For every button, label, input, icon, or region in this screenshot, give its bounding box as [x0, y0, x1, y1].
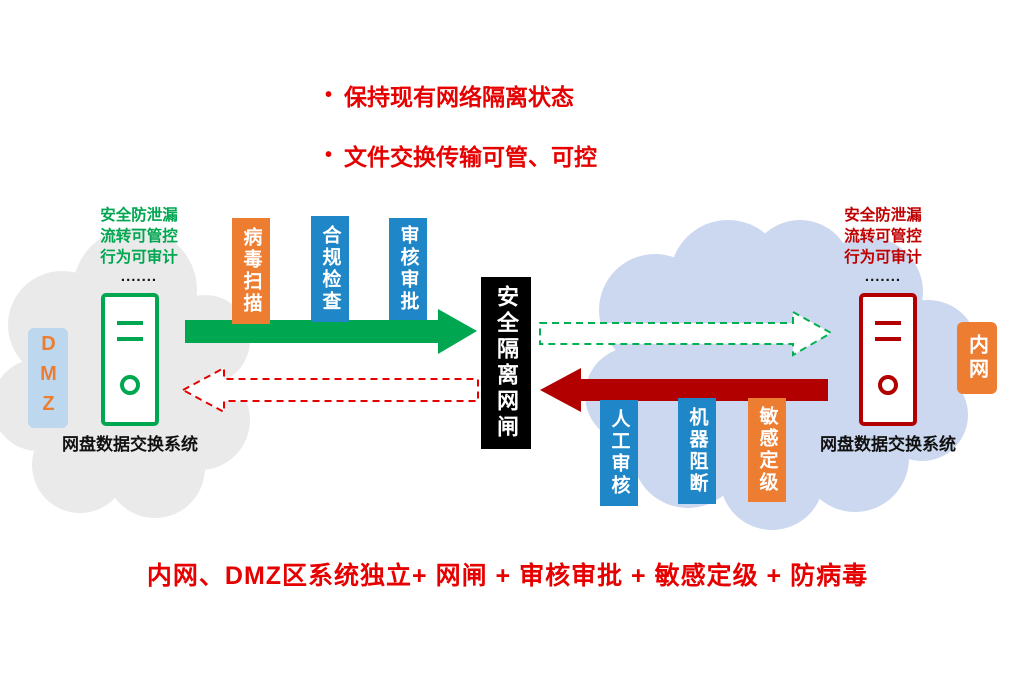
dashed-green-forward-arrow — [539, 310, 834, 357]
check-bar-compliance: 合规检查 — [311, 216, 349, 322]
bullet-text: 保持现有网络隔离状态 — [344, 84, 575, 110]
intranet-system-label: 网盘数据交换系统 — [820, 435, 956, 454]
check-bar-manual-review: 人工审核 — [600, 400, 638, 506]
bullet-dot: • — [325, 144, 333, 166]
caption-line: 安全防泄漏 — [844, 207, 922, 224]
intranet-server-caption: 安全防泄漏 流转可管控 行为可审计 ....... — [808, 205, 958, 286]
caption-line: 安全防泄漏 — [100, 207, 178, 224]
caption-line: 流转可管控 — [844, 228, 922, 245]
caption-line: 行为可审计 — [844, 249, 922, 266]
check-bar-review-approval: 审核审批 — [389, 218, 427, 320]
dashed-red-return-arrow — [180, 366, 479, 414]
ellipsis-dots: ....... — [864, 268, 902, 285]
bottom-summary-formula: 内网、DMZ区系统独立+ 网闸 + 审核审批 + 敏感定级 + 防病毒 — [146, 562, 869, 590]
check-bar-sensitivity-grading: 敏感定级 — [748, 398, 786, 502]
security-gateway: 安全隔离网闸 — [481, 277, 531, 449]
dmz-server-icon — [100, 292, 160, 427]
check-bar-virus-scan: 病毒扫描 — [232, 218, 270, 324]
dmz-zone-badge: DMZ — [28, 328, 68, 428]
check-bar-machine-block: 机器阻断 — [678, 398, 716, 504]
bullet-text: 文件交换传输可管、可控 — [344, 144, 598, 170]
intranet-server-icon — [858, 292, 918, 427]
caption-line: 行为可审计 — [100, 249, 178, 266]
bullet-dot: • — [325, 84, 333, 106]
intranet-zone-badge: 内网 — [957, 322, 997, 394]
bullet-point-1: • 保持现有网络隔离状态 — [325, 78, 574, 112]
caption-line: 流转可管控 — [100, 228, 178, 245]
dmz-server-caption: 安全防泄漏 流转可管控 行为可审计 ....... — [64, 205, 214, 286]
dmz-system-label: 网盘数据交换系统 — [62, 435, 198, 454]
ellipsis-dots: ....... — [120, 268, 158, 285]
bullet-point-2: • 文件交换传输可管、可控 — [325, 138, 597, 172]
